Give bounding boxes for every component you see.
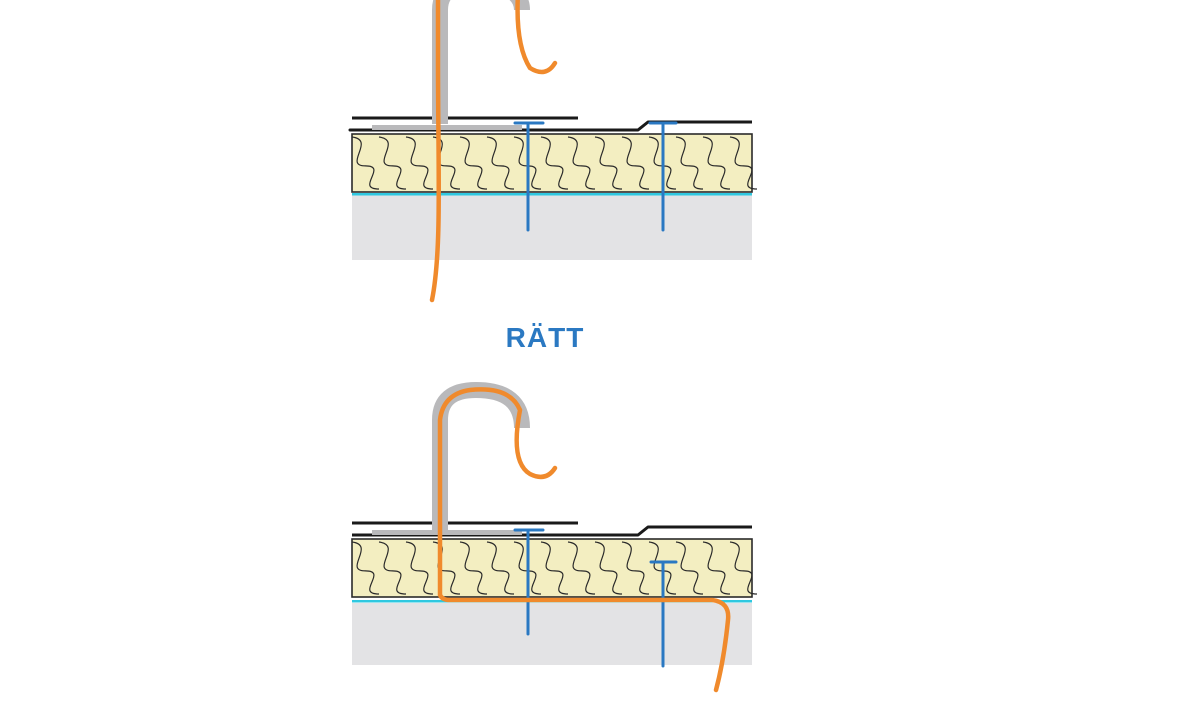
top-insulation-pattern [351, 136, 758, 190]
bottom-vent-stack [432, 381, 530, 530]
insulation-wave [459, 136, 488, 190]
bottom-assembly [351, 381, 758, 693]
insulation-wave [567, 541, 596, 595]
insulation-wave [378, 541, 407, 595]
insulation-wave [729, 541, 758, 595]
insulation-wave [594, 541, 623, 595]
bottom-insulation-pattern [351, 541, 758, 595]
insulation-wave [675, 541, 704, 595]
insulation-wave [567, 136, 596, 190]
insulation-wave [486, 136, 515, 190]
bottom-flange-grey [372, 530, 522, 535]
insulation-wave [621, 541, 650, 595]
insulation-wave [594, 136, 623, 190]
bottom-concrete-deck [352, 603, 752, 665]
top-fastener-2 [648, 121, 678, 232]
insulation-wave [729, 136, 758, 190]
bottom-fastener-2 [649, 560, 678, 668]
top-vent-stack [432, 0, 530, 124]
top-insulation-outline [351, 133, 753, 193]
insulation-wave [351, 136, 380, 190]
top-fastener-1 [513, 121, 545, 232]
top-flange-grey [372, 125, 522, 130]
insulation-wave [459, 541, 488, 595]
insulation-wave [351, 541, 380, 595]
bottom-cable [437, 387, 731, 693]
insulation-wave [675, 136, 704, 190]
top-vapor-barrier [352, 193, 752, 196]
insulation-wave [405, 136, 434, 190]
insulation-wave [702, 136, 731, 190]
bottom-insulation-outline [351, 538, 753, 598]
bottom-fastener-1 [513, 528, 545, 636]
insulation-wave [378, 136, 407, 190]
insulation-wave [540, 136, 569, 190]
correct-label: RÄTT [505, 322, 585, 353]
top-concrete-deck [352, 195, 752, 260]
top-cable [429, 0, 558, 303]
insulation-wave [432, 541, 461, 595]
top-assembly [348, 0, 758, 303]
insulation-wave [540, 541, 569, 595]
insulation-wave [486, 541, 515, 595]
insulation-wave [621, 136, 650, 190]
insulation-wave [702, 541, 731, 595]
top-membrane-base [348, 120, 752, 132]
insulation-wave [432, 136, 461, 190]
insulation-wave [405, 541, 434, 595]
